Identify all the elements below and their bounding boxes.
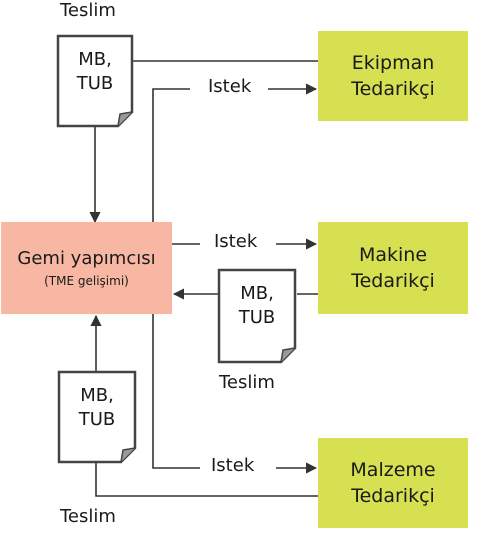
document-bottom-line1: MB, — [80, 385, 114, 406]
document-bottom-line2: TUB — [78, 409, 116, 430]
document-top-icon — [56, 34, 134, 128]
request-label-top: Istek — [208, 76, 252, 97]
shipbuilder-subtitle: (TME gelişimi) — [44, 274, 129, 288]
supplier-equipment-box: Ekipman Tedarikçi — [318, 31, 468, 121]
supplier-material-box: Malzeme Tedarikçi — [318, 438, 468, 528]
shipbuilder-box: Gemi yapımcısı (TME gelişimi) — [1, 222, 172, 314]
document-middle-icon — [217, 268, 297, 364]
document-bottom-icon — [57, 370, 137, 464]
document-bottom: MB, TUB — [57, 370, 137, 464]
delivery-label-top: Teslim — [60, 0, 116, 21]
bottom-delivery-line — [95, 462, 318, 497]
document-top-line2: TUB — [76, 73, 114, 94]
document-middle: MB, TUB — [217, 268, 297, 364]
shipbuilder-title: Gemi yapımcısı — [17, 248, 156, 269]
document-middle-line2: TUB — [238, 307, 276, 328]
document-top: MB, TUB — [56, 34, 134, 128]
document-middle-line1: MB, — [240, 283, 274, 304]
supplier-equipment-name: Ekipman — [351, 52, 435, 74]
document-top-line1: MB, — [78, 49, 112, 70]
supplier-material-role: Tedarikçi — [351, 485, 435, 507]
delivery-label-bottom: Teslim — [60, 506, 116, 527]
supplier-machine-box: Makine Tedarikçi — [318, 222, 468, 314]
request-label-bottom: Istek — [211, 455, 255, 476]
delivery-label-middle: Teslim — [219, 372, 275, 393]
supplier-machine-name: Makine — [358, 244, 428, 266]
supplier-equipment-role: Tedarikçi — [351, 78, 435, 100]
supplier-machine-role: Tedarikçi — [351, 270, 435, 292]
supplier-material-name: Malzeme — [350, 459, 436, 481]
request-label-middle: Istek — [214, 231, 258, 252]
